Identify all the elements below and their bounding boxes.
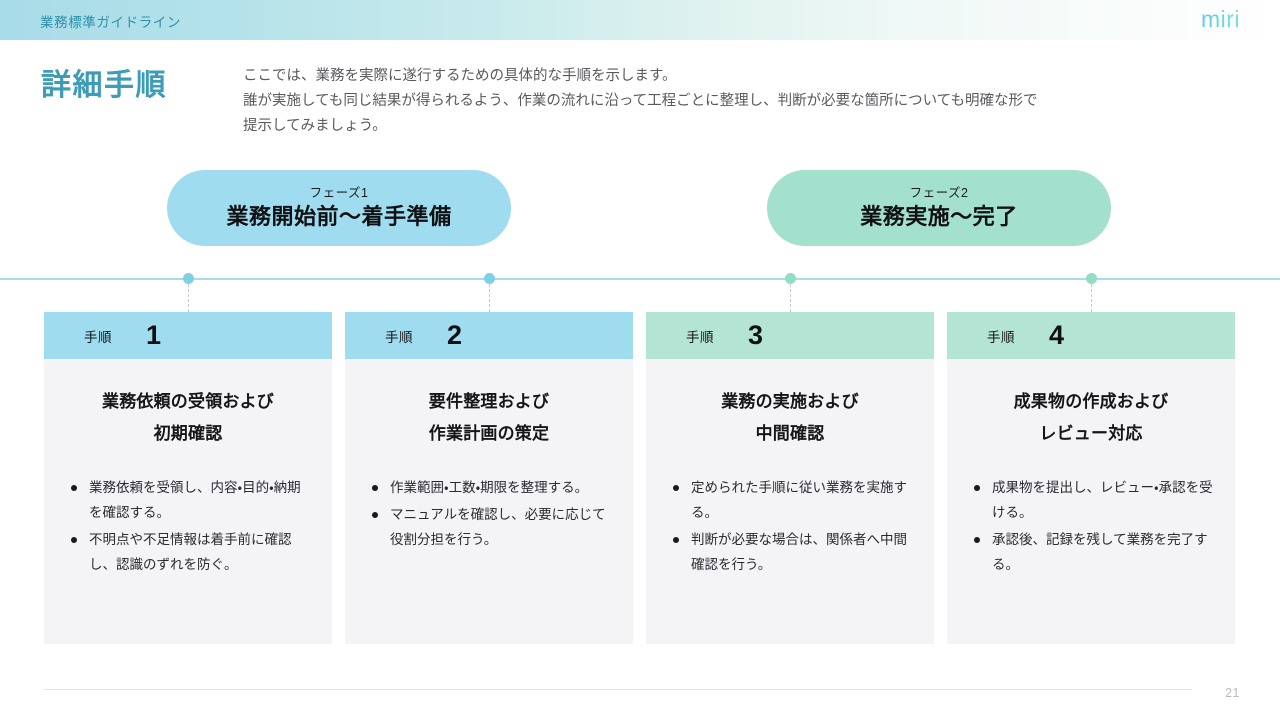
step-card-2: 手順 2 要件整理および 作業計画の策定 作業範囲・工数・期限を整理する。 マニ… [345,312,633,644]
header-bar: 業務標準ガイドライン miri [0,0,1280,40]
step-card-4-number: 4 [1049,320,1065,350]
timeline-connector-1 [188,284,189,312]
timeline-connector-3 [790,284,791,312]
step-card-1: 手順 1 業務依頼の受領および 初期確認 業務依頼を受領し、内容・目的・納期を確… [44,312,332,644]
description-line-1: ここでは、業務を実際に遂行するための具体的な手順を示します。 [243,68,677,84]
timeline-rule [0,278,1280,280]
step-card-1-title-line-2: 初期確認 [153,424,223,443]
list-item: マニュアルを確認し、必要に応じて役割分担を行う。 [371,502,611,552]
description-line-2: 誰が実施しても同じ結果が得られるよう、作業の流れに沿って工程ごとに整理し、判断が… [243,93,1038,109]
timeline-dot-1 [183,273,194,284]
step-card-4-title-line-1: 成果物の作成および [1013,392,1169,411]
step-card-1-label: 手順 [84,329,112,345]
timeline-dot-2 [484,273,495,284]
step-card-3-title-line-2: 中間確認 [755,424,825,443]
description-line-3: 提示してみましょう。 [243,118,387,134]
step-card-2-title: 要件整理および 作業計画の策定 [345,386,633,450]
step-card-4-label: 手順 [987,329,1015,345]
step-card-1-number: 1 [146,320,162,350]
step-card-4-title-line-2: レビュー対応 [1039,424,1143,443]
list-item: 不明点や不足情報は着手前に確認し、認識のずれを防ぐ。 [70,527,310,577]
timeline-connector-4 [1091,284,1092,312]
list-item: 作業範囲・工数・期限を整理する。 [371,475,611,500]
step-card-2-header: 手順 2 [345,312,633,359]
phase-2-kicker: フェーズ2 [909,186,969,201]
step-card-3-number: 3 [748,320,764,350]
step-card-1-header: 手順 1 [44,312,332,359]
phase-pill-1: フェーズ1 業務開始前〜着手準備 [167,170,511,246]
step-card-2-title-line-2: 作業計画の策定 [428,424,550,443]
list-item: 成果物を提出し、レビュー・承認を受ける。 [973,475,1213,525]
header-title: 業務標準ガイドライン [40,15,181,30]
list-item: 定められた手順に従い業務を実施する。 [672,475,912,525]
phase-1-kicker: フェーズ1 [309,186,369,201]
page-title: 詳細手順 [41,69,167,102]
timeline-dot-4 [1086,273,1097,284]
timeline-connector-2 [489,284,490,312]
page-number: 21 [1225,686,1240,700]
description: ここでは、業務を実際に遂行するための具体的な手順を示します。 誰が実施しても同じ… [243,64,1143,139]
step-card-3-title: 業務の実施および 中間確認 [646,386,934,450]
step-card-1-title-line-1: 業務依頼の受領および [102,392,274,411]
step-card-2-title-line-1: 要件整理および [428,392,550,411]
phase-1-name: 業務開始前〜着手準備 [226,203,452,229]
brand-logo: miri [1200,6,1240,32]
step-card-3-label: 手順 [686,329,714,345]
step-card-4: 手順 4 成果物の作成および レビュー対応 成果物を提出し、レビュー・承認を受け… [947,312,1235,644]
timeline-dot-3 [785,273,796,284]
step-card-3-bullets: 定められた手順に従い業務を実施する。 判断が必要な場合は、関係者へ中間確認を行う… [646,475,934,577]
step-card-4-title: 成果物の作成および レビュー対応 [947,386,1235,450]
phase-2-name: 業務実施〜完了 [860,203,1018,229]
footer-divider [44,689,1192,690]
list-item: 承認後、記録を残して業務を完了する。 [973,527,1213,577]
step-card-2-number: 2 [447,320,463,350]
step-card-3-title-line-1: 業務の実施および [721,392,859,411]
step-card-2-label: 手順 [385,329,413,345]
step-card-1-bullets: 業務依頼を受領し、内容・目的・納期を確認する。 不明点や不足情報は着手前に確認し… [44,475,332,577]
phase-pill-2: フェーズ2 業務実施〜完了 [767,170,1111,246]
step-card-1-title: 業務依頼の受領および 初期確認 [44,386,332,450]
step-card-4-bullets: 成果物を提出し、レビュー・承認を受ける。 承認後、記録を残して業務を完了する。 [947,475,1235,577]
step-card-3-header: 手順 3 [646,312,934,359]
step-card-4-header: 手順 4 [947,312,1235,359]
list-item: 判断が必要な場合は、関係者へ中間確認を行う。 [672,527,912,577]
step-card-2-bullets: 作業範囲・工数・期限を整理する。 マニュアルを確認し、必要に応じて役割分担を行う… [345,475,633,552]
step-card-3: 手順 3 業務の実施および 中間確認 定められた手順に従い業務を実施する。 判断… [646,312,934,644]
list-item: 業務依頼を受領し、内容・目的・納期を確認する。 [70,475,310,525]
